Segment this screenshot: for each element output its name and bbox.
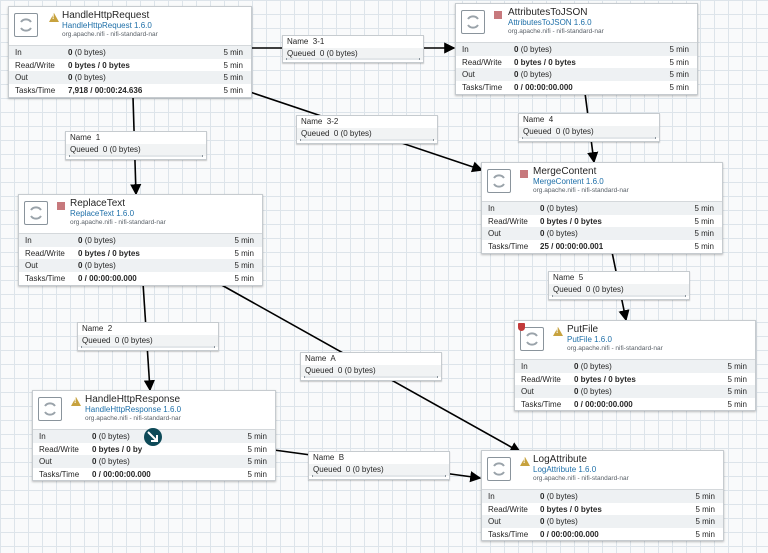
warning-icon[interactable] (520, 457, 530, 466)
processor-merge-content[interactable]: MergeContent MergeContent 1.6.0 org.apac… (481, 162, 723, 254)
processor-type: AttributesToJSON 1.6.0 (508, 18, 592, 27)
connection-label-A[interactable]: Name A Queued 0 (0 bytes) (300, 352, 442, 381)
processor-bundle: org.apache.nifi - nifi-standard-nar (508, 28, 604, 35)
processor-name: AttributesToJSON (508, 7, 588, 18)
processor-type: PutFile 1.6.0 (567, 335, 612, 344)
processor-bundle: org.apache.nifi - nifi-standard-nar (533, 187, 629, 194)
connection-label-B[interactable]: Name B Queued 0 (0 bytes) (308, 451, 450, 480)
stop-icon[interactable] (520, 170, 528, 178)
processor-type: MergeContent 1.6.0 (533, 177, 604, 186)
queue-bar (81, 346, 215, 348)
warning-icon[interactable] (553, 327, 563, 336)
processor-replace-text[interactable]: ReplaceText ReplaceText 1.6.0 org.apache… (18, 194, 263, 286)
processor-bundle: org.apache.nifi - nifi-standard-nar (70, 219, 166, 226)
queue-bar (69, 155, 203, 157)
processor-icon (14, 13, 38, 37)
processor-bundle: org.apache.nifi - nifi-standard-nar (567, 345, 663, 352)
connection-label-2[interactable]: Name 2 Queued 0 (0 bytes) (77, 322, 219, 351)
processor-icon (487, 457, 511, 481)
processor-name: ReplaceText (70, 198, 126, 209)
processor-name: LogAttribute (533, 454, 587, 465)
processor-bundle: org.apache.nifi - nifi-standard-nar (62, 31, 158, 38)
warning-icon[interactable] (71, 397, 81, 406)
queue-bar (304, 376, 438, 378)
queue-bar (522, 137, 656, 139)
processor-attributes-to-json[interactable]: AttributesToJSON AttributesToJSON 1.6.0 … (455, 3, 698, 95)
processor-bundle: org.apache.nifi - nifi-standard-nar (85, 415, 181, 422)
connection-label-4[interactable]: Name 4 Queued 0 (0 bytes) (518, 113, 660, 142)
processor-type: ReplaceText 1.6.0 (70, 209, 135, 218)
processor-icon (487, 169, 511, 193)
queue-bar (552, 295, 686, 297)
processor-type: LogAttribute 1.6.0 (533, 465, 597, 474)
processor-name: HandleHttpRequest (62, 10, 150, 21)
warning-icon[interactable] (49, 13, 59, 22)
stop-icon[interactable] (494, 11, 502, 19)
processor-type: HandleHttpRequest 1.6.0 (62, 21, 152, 30)
connection-label-3-2[interactable]: Name 3-2 Queued 0 (0 bytes) (296, 115, 438, 144)
processor-type: HandleHttpResponse 1.6.0 (85, 405, 182, 414)
processor-handle-http-request[interactable]: HandleHttpRequest HandleHttpRequest 1.6.… (8, 6, 252, 98)
pointer-cursor-icon (144, 428, 162, 446)
processor-name: MergeContent (533, 166, 597, 177)
processor-icon (461, 10, 485, 34)
queue-bar (286, 58, 420, 60)
processor-name: PutFile (567, 324, 599, 335)
processor-put-file[interactable]: PutFile PutFile 1.6.0 org.apache.nifi - … (514, 320, 756, 411)
processor-icon (38, 397, 62, 421)
processor-log-attribute[interactable]: LogAttribute LogAttribute 1.6.0 org.apac… (481, 450, 724, 541)
processor-icon (24, 201, 48, 225)
processor-bundle: org.apache.nifi - nifi-standard-nar (533, 475, 629, 482)
processor-icon (520, 327, 544, 351)
connection-label-3-1[interactable]: Name 3-1 Queued 0 (0 bytes) (282, 35, 424, 63)
queue-bar (300, 139, 434, 141)
queue-bar (312, 475, 446, 477)
stop-icon[interactable] (57, 202, 65, 210)
processor-name: HandleHttpResponse (85, 394, 181, 405)
connection-label-1[interactable]: Name 1 Queued 0 (0 bytes) (65, 131, 207, 160)
processor-handle-http-response[interactable]: HandleHttpResponse HandleHttpResponse 1.… (32, 390, 276, 481)
connection-label-5[interactable]: Name 5 Queued 0 (0 bytes) (548, 271, 690, 300)
invalid-badge-icon (518, 323, 525, 331)
